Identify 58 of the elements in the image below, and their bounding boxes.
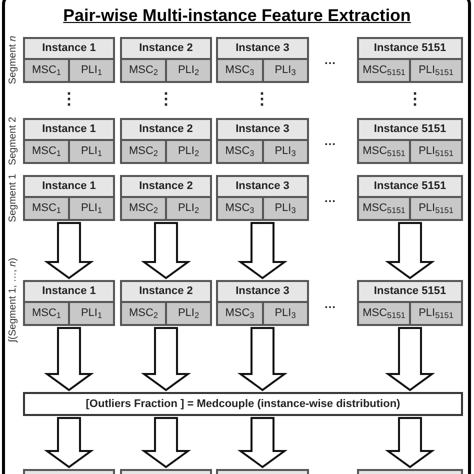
block-arrow [44,327,94,392]
instance-header: Instance 5151 [359,120,461,141]
ellipsis: … [324,192,336,204]
block-arrow [44,417,94,468]
instance-header: Instance 3 [218,120,307,141]
instance-block [23,118,115,164]
instance-header: Instance 5151 [359,39,461,60]
instance-block [120,118,212,164]
row-label: ∫(Segment 1, …, n) [6,258,20,342]
block-arrow [384,417,436,468]
instance-block [216,175,309,221]
instance-header: Instance 5151 [359,177,461,198]
instance-block [120,175,212,221]
instance-header: Instance 3 [218,177,307,198]
instance-block [357,280,463,326]
instance-block [120,37,212,83]
title: Pair-wise Multi-instance Feature Extraction [63,5,411,27]
block-arrow [140,222,192,280]
instance-header: Instance 5151 [359,282,461,303]
row-label: Segment 1 [6,174,20,222]
instance-header: Instance 1 [25,120,113,141]
row-label: Segment n [6,36,20,84]
instance-header: Instance 2 [122,120,210,141]
instance-header: Instance 3 [218,282,307,303]
ellipsis: … [324,54,336,66]
instance-header: Instance 1 [25,177,113,198]
instance-block [357,37,463,83]
instance-block [120,280,212,326]
vertical-ellipsis: ⋮ [61,92,77,108]
block-arrow [140,417,192,468]
formula-box: [Outliers Fraction ] = Medcouple (instance-wise distribution) [23,392,463,416]
block-arrow [384,222,436,280]
block-arrow [237,222,288,280]
instance-header: Instance 2 [122,39,210,60]
block-arrow [237,417,288,468]
instance-header: Instance 2 [122,177,210,198]
ellipsis: … [324,298,336,310]
block-arrow [44,222,94,280]
instance-block [216,37,309,83]
instance-block [357,118,463,164]
block-arrow [237,327,288,392]
ellipsis: … [324,135,336,147]
vertical-ellipsis: ⋮ [158,92,174,108]
block-arrow [140,327,192,392]
instance-block [216,118,309,164]
instance-block [23,175,115,221]
block-arrow [384,327,436,392]
instance-block [23,280,115,326]
vertical-ellipsis: ⋮ [254,92,270,108]
instance-block [357,175,463,221]
instance-block [216,280,309,326]
vertical-ellipsis: ⋮ [407,92,423,108]
instance-header: Instance 1 [25,282,113,303]
row-label: Segment 2 [6,116,20,166]
instance-header: Instance 3 [218,39,307,60]
instance-header: Instance 2 [122,282,210,303]
instance-block [23,37,115,83]
instance-header: Instance 1 [25,39,113,60]
